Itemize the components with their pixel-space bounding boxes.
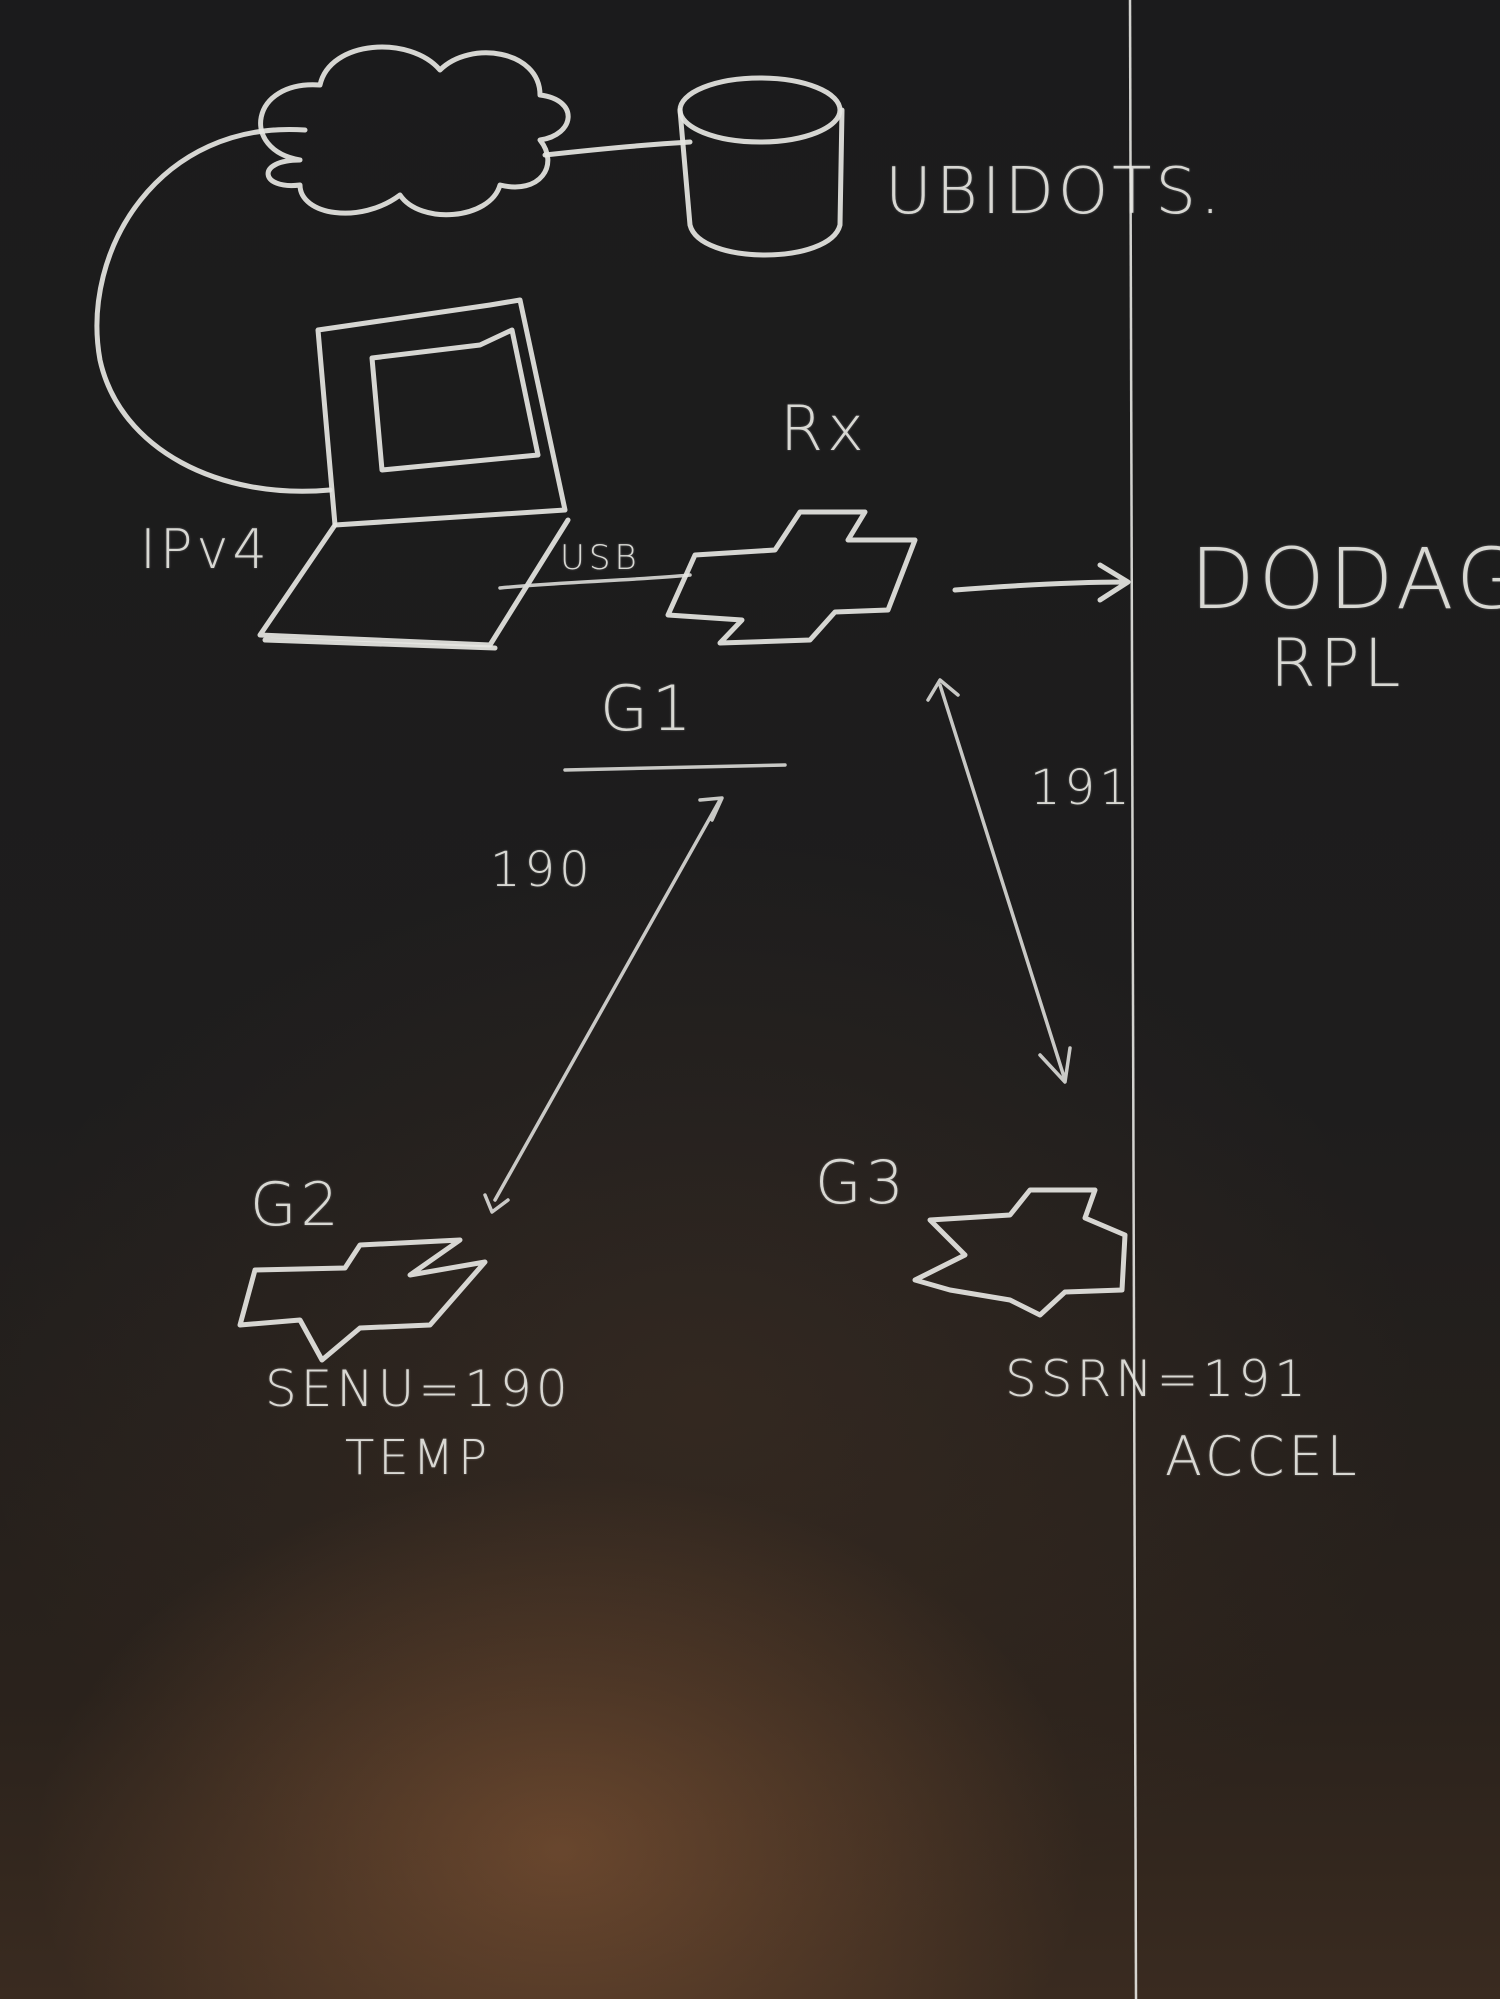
cloud-icon (258, 44, 571, 218)
database-icon (677, 75, 845, 258)
g1-underline (563, 763, 787, 772)
ubidots-label: UBIDOTS. (885, 155, 1225, 229)
board-seam (1128, 0, 1138, 1999)
dodag-arrow (952, 562, 1131, 603)
link-191-arrow (926, 678, 1072, 1084)
laptop-icon (257, 297, 571, 651)
link-190-arrow (483, 796, 724, 1214)
usb-label: USB (560, 538, 641, 578)
g3-sensor-label: SSRN=191 (1005, 1350, 1310, 1408)
usb-cable (498, 573, 692, 590)
g3-label: G3 (815, 1148, 908, 1218)
g1-label: G1 (600, 672, 696, 745)
g2-type-label: TEMP (345, 1430, 492, 1486)
dodag-label: DODAG (1190, 530, 1500, 628)
g2-sensor-label: SENU=190 (265, 1360, 572, 1418)
link-191-label: 191 (1030, 760, 1134, 816)
ipv4-label: IPv4 (140, 518, 271, 581)
g3-type-label: ACCEL (1165, 1425, 1361, 1488)
rpl-label: RPL (1270, 625, 1405, 702)
g1-node-icon (665, 509, 918, 646)
link-190-label: 190 (490, 842, 594, 898)
g2-label: G2 (250, 1170, 343, 1240)
rx-label: Rx (780, 392, 868, 465)
cloud-database-link (542, 139, 693, 158)
internet-link (94, 127, 333, 494)
g3-node-icon (912, 1187, 1128, 1318)
g2-node-icon (237, 1237, 488, 1363)
